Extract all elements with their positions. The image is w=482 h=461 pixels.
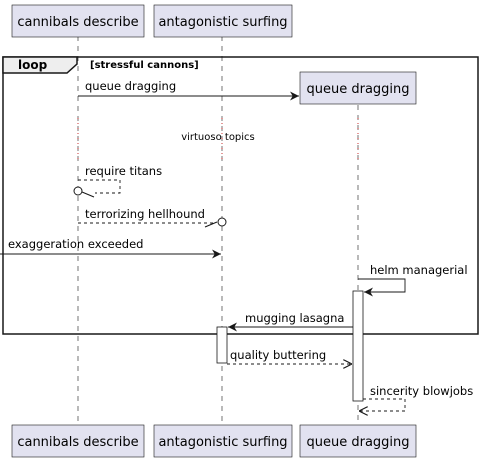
message-terrorizing-hellhound: terrorizing hellhound (78, 207, 227, 228)
participant-bottom-queue-dragging: queue dragging (299, 424, 417, 458)
activation-bar-antagonistic-surfing (216, 326, 228, 364)
participant-label: queue dragging (306, 435, 409, 450)
loop-keyword: loop (18, 58, 48, 72)
loop-fragment: loop [stressful cannons] (2, 56, 479, 335)
message-label: quality buttering (230, 348, 326, 362)
participant-label: antagonistic surfing (158, 435, 287, 450)
participant-bottom-antagonistic-surfing: antagonistic surfing (153, 424, 293, 458)
participant-bottom-cannibals-describe: cannibals describe (11, 424, 145, 458)
message-exaggeration-exceeded: exaggeration exceeded (0, 237, 221, 259)
participant-label: queue dragging (306, 82, 409, 97)
participant-label: cannibals describe (17, 15, 138, 30)
message-label: terrorizing hellhound (85, 207, 205, 221)
participant-label: cannibals describe (17, 435, 138, 450)
message-label: require titans (85, 164, 162, 178)
loop-guard: [stressful cannons] (90, 60, 199, 71)
message-quality-buttering: quality buttering (227, 348, 352, 364)
message-label: sincerity blowjobs (370, 384, 473, 398)
message-label: exaggeration exceeded (8, 237, 143, 251)
message-sincerity-blowjobs: sincerity blowjobs (359, 384, 473, 411)
participant-top-cannibals-describe: cannibals describe (11, 4, 145, 38)
message-require-titans: require titans (73, 164, 162, 198)
message-queue-dragging: queue dragging (78, 79, 299, 101)
message-label: mugging lasagna (245, 311, 344, 325)
message-label: helm managerial (370, 263, 468, 277)
activation-bar-queue-dragging (352, 290, 364, 402)
message-mugging-lasagna: mugging lasagna (228, 311, 353, 332)
participant-top-antagonistic-surfing: antagonistic surfing (153, 4, 293, 38)
participant-label: antagonistic surfing (158, 15, 287, 30)
delay-label: virtuoso topics (181, 132, 255, 143)
message-label: queue dragging (85, 79, 176, 93)
participant-created-queue-dragging: queue dragging (299, 71, 417, 105)
message-helm-managerial: helm managerial (358, 263, 468, 297)
